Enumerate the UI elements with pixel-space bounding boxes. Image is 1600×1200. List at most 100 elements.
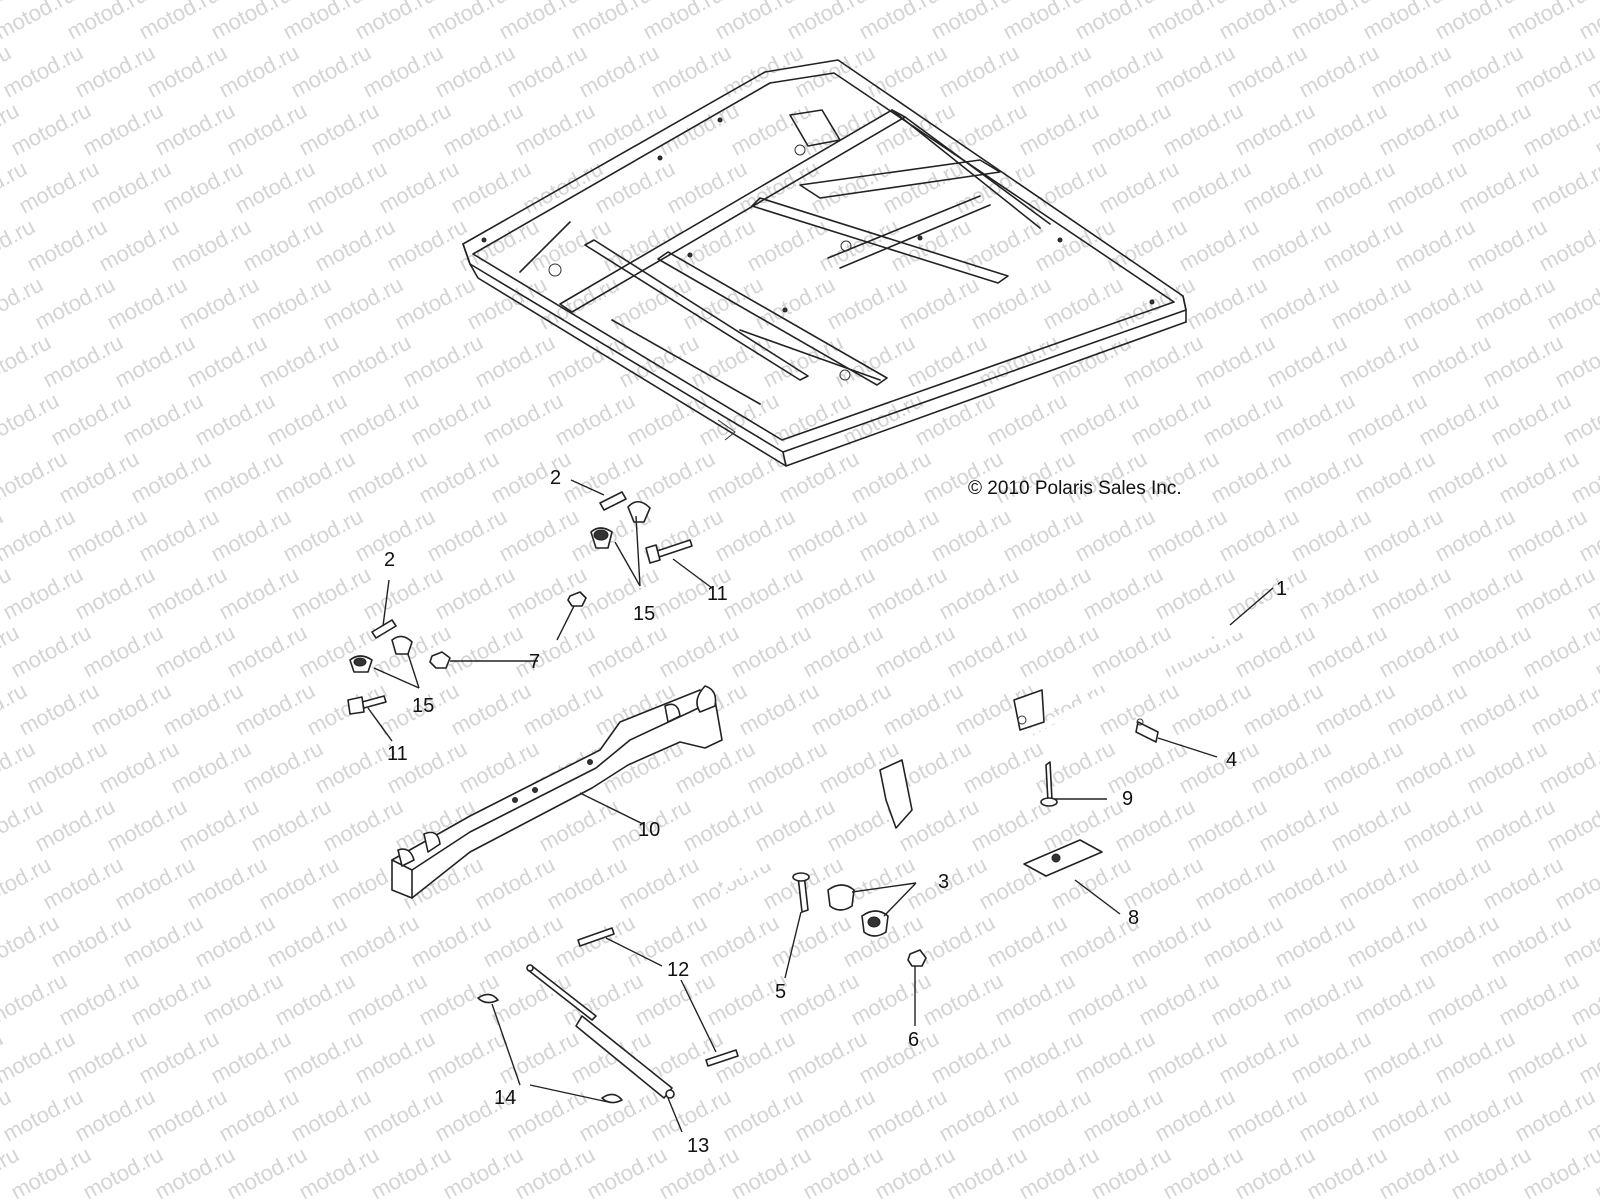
watermark-text: motod.ru bbox=[1519, 620, 1600, 683]
watermark-text: motod.ru bbox=[1151, 1084, 1239, 1147]
watermark-text: motod.ru bbox=[1191, 330, 1279, 393]
watermark-text: motod.ru bbox=[671, 214, 759, 277]
watermark-text: motod.ru bbox=[431, 40, 519, 103]
watermark-text: motod.ru bbox=[151, 98, 239, 161]
watermark-text: motod.ru bbox=[1511, 562, 1599, 625]
watermark-text: motod.ru bbox=[1407, 852, 1495, 915]
watermark-text: motod.ru bbox=[159, 678, 247, 741]
watermark-text: motod.ru bbox=[575, 1084, 663, 1147]
watermark-text: motod.ru bbox=[343, 446, 431, 509]
watermark-text: motod.ru bbox=[223, 98, 311, 161]
watermark-text: motod.ru bbox=[1343, 910, 1431, 973]
watermark-text: motod.ru bbox=[1535, 214, 1600, 277]
watermark-text: motod.ru bbox=[1215, 504, 1303, 567]
watermark-text: motod.ru bbox=[207, 1026, 295, 1089]
watermark-text: motod.ru bbox=[503, 40, 591, 103]
watermark-text: motod.ru bbox=[23, 214, 111, 277]
watermark-text: motod.ru bbox=[319, 272, 407, 335]
watermark-text: motod.ru bbox=[1391, 214, 1479, 277]
watermark-text: motod.ru bbox=[1303, 620, 1391, 683]
watermark-text: motod.ru bbox=[1087, 98, 1175, 161]
watermark-text: motod.ru bbox=[103, 794, 191, 857]
watermark-text: motod.ru bbox=[127, 446, 215, 509]
watermark-text: motod.ru bbox=[863, 1084, 951, 1147]
watermark-text: motod.ru bbox=[79, 1142, 167, 1200]
callout-8: 8 bbox=[1128, 907, 1139, 929]
watermark-text: motod.ru bbox=[615, 330, 703, 393]
watermark-text: motod.ru bbox=[1319, 214, 1407, 277]
callout-6: 6 bbox=[908, 1029, 919, 1051]
watermark-text: motod.ru bbox=[1223, 40, 1311, 103]
callout-11-left: 11 bbox=[387, 743, 408, 765]
watermark-text: motod.ru bbox=[7, 98, 95, 161]
watermark-text: motod.ru bbox=[791, 40, 879, 103]
watermark-text: motod.ru bbox=[47, 388, 135, 451]
watermark-text: motod.ru bbox=[1447, 98, 1535, 161]
watermark-text: motod.ru bbox=[303, 156, 391, 219]
watermark-text: motod.ru bbox=[463, 272, 551, 335]
watermark-text: motod.ru bbox=[1431, 504, 1519, 567]
watermark-text: motod.ru bbox=[175, 794, 263, 857]
watermark-text: motod.ru bbox=[1079, 40, 1167, 103]
watermark-text: motod.ru bbox=[583, 620, 671, 683]
watermark-text: motod.ru bbox=[1423, 968, 1511, 1031]
watermark-text: motod.ru bbox=[1207, 968, 1295, 1031]
watermark-text: motod.ru bbox=[343, 968, 431, 1031]
watermark-text: motod.ru bbox=[623, 388, 711, 451]
watermark-text: motod.ru bbox=[855, 1026, 943, 1089]
watermark-text: motod.ru bbox=[1103, 214, 1191, 277]
watermark-text: motod.ru bbox=[983, 388, 1071, 451]
watermark-text: motod.ru bbox=[415, 446, 503, 509]
watermark-text: motod.ru bbox=[1439, 40, 1527, 103]
watermark-text: motod.ru bbox=[143, 562, 231, 625]
watermark-text: motod.ru bbox=[87, 678, 175, 741]
watermark-text: motod.ru bbox=[0, 1026, 79, 1089]
watermark-text: motod.ru bbox=[1183, 794, 1271, 857]
watermark-text: motod.ru bbox=[1135, 968, 1223, 1031]
watermark-text: motod.ru bbox=[271, 968, 359, 1031]
watermark-text: motod.ru bbox=[647, 40, 735, 103]
watermark-text: motod.ru bbox=[223, 620, 311, 683]
watermark-text: motod.ru bbox=[159, 156, 247, 219]
watermark-text: motod.ru bbox=[1279, 968, 1367, 1031]
watermark-text: motod.ru bbox=[679, 794, 767, 857]
watermark-text: motod.ru bbox=[1127, 910, 1215, 973]
watermark-text: motod.ru bbox=[703, 446, 791, 509]
watermark-text: motod.ru bbox=[943, 98, 1031, 161]
watermark-text: motod.ru bbox=[1159, 620, 1247, 683]
watermark-text: motod.ru bbox=[1055, 388, 1143, 451]
watermark-text: motod.ru bbox=[855, 504, 943, 567]
watermark-text: motod.ru bbox=[103, 272, 191, 335]
watermark-text: motod.ru bbox=[1519, 1142, 1600, 1200]
watermark-text: motod.ru bbox=[1527, 678, 1600, 741]
watermark-text: motod.ru bbox=[423, 504, 511, 567]
watermark-text: motod.ru bbox=[887, 214, 975, 277]
watermark-text: motod.ru bbox=[911, 388, 999, 451]
watermark-text: motod.ru bbox=[1007, 40, 1095, 103]
watermark-text: motod.ru bbox=[743, 736, 831, 799]
callout-2-left: 2 bbox=[384, 549, 395, 571]
watermark-text: motod.ru bbox=[543, 330, 631, 393]
watermark-text: motod.ru bbox=[423, 1026, 511, 1089]
watermark-text: motod.ru bbox=[1471, 794, 1559, 857]
watermark-text: motod.ru bbox=[871, 1142, 959, 1200]
callout-4: 4 bbox=[1226, 749, 1237, 771]
watermark-text: motod.ru bbox=[471, 330, 559, 393]
watermark-text: motod.ru bbox=[1391, 736, 1479, 799]
watermark-text: motod.ru bbox=[1255, 272, 1343, 335]
watermark-text: motod.ru bbox=[415, 968, 503, 1031]
watermark-text: motod.ru bbox=[247, 272, 335, 335]
watermark-text: motod.ru bbox=[263, 388, 351, 451]
watermark-text: motod.ru bbox=[1207, 446, 1295, 509]
watermark-text: motod.ru bbox=[519, 678, 607, 741]
watermark-text: motod.ru bbox=[1399, 272, 1487, 335]
watermark-text: motod.ru bbox=[575, 40, 663, 103]
watermark-text: motod.ru bbox=[191, 388, 279, 451]
watermark-text: motod.ru bbox=[1279, 446, 1367, 509]
watermark-text: motod.ru bbox=[7, 1142, 95, 1200]
watermark-text: motod.ru bbox=[319, 794, 407, 857]
watermark-text: motod.ru bbox=[271, 446, 359, 509]
watermark-text: motod.ru bbox=[927, 504, 1015, 567]
watermark-text: motod.ru bbox=[1231, 98, 1319, 161]
